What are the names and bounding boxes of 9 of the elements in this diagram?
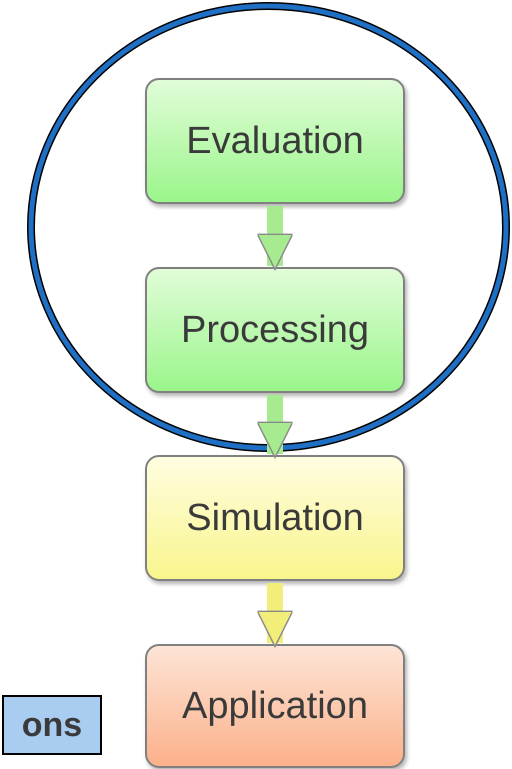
grouping-circle [27, 2, 510, 452]
process-box: Application [145, 644, 405, 768]
block-arrow [256, 395, 294, 458]
block-arrow [256, 583, 294, 648]
label-box: ons [2, 695, 102, 755]
process-box: Simulation [145, 455, 405, 581]
process-box: Evaluation [145, 78, 405, 204]
process-box: Processing [145, 267, 405, 393]
block-arrow [256, 206, 294, 270]
